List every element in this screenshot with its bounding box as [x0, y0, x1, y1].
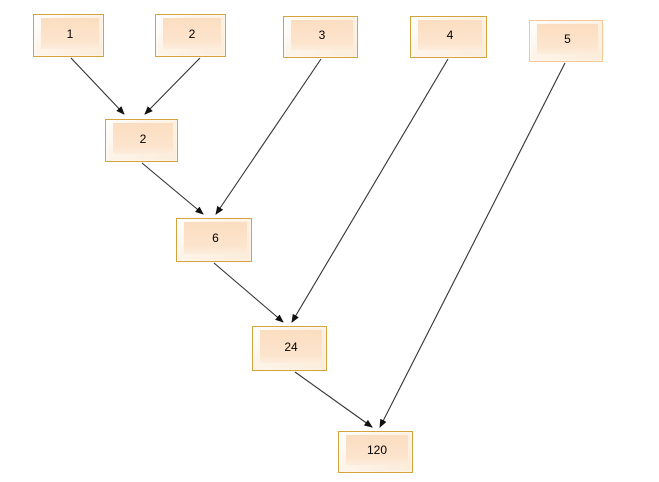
node-inner: 4 [418, 20, 482, 50]
node-leaf-3[interactable]: 3 [283, 16, 358, 58]
node-leaf-5[interactable]: 5 [529, 20, 603, 62]
node-prod-6[interactable]: 6 [176, 218, 252, 262]
edge-prod6-prod24 [213, 262, 284, 323]
node-label: 120 [366, 443, 388, 457]
node-prod-24[interactable]: 24 [252, 326, 327, 371]
edge-leaf5-prod120 [379, 62, 566, 428]
edge-leaf2-prod2 [144, 57, 201, 115]
node-inner: 1 [41, 18, 99, 49]
node-label: 24 [284, 339, 298, 354]
node-prod-2[interactable]: 2 [105, 119, 178, 162]
node-inner: 2 [163, 18, 221, 49]
node-label: 4 [446, 28, 454, 42]
node-label: 5 [564, 32, 571, 46]
node-label: 3 [318, 28, 326, 42]
node-prod-120[interactable]: 120 [338, 431, 413, 473]
edge-prod2-prod6 [141, 162, 204, 215]
node-inner: 3 [291, 20, 353, 50]
node-leaf-2[interactable]: 2 [155, 14, 226, 57]
node-inner: 120 [346, 435, 408, 465]
edge-leaf3-prod6 [215, 58, 322, 215]
edge-leaf1-prod2 [70, 57, 125, 115]
node-inner: 5 [537, 24, 598, 54]
node-inner: 2 [113, 123, 173, 154]
node-leaf-4[interactable]: 4 [410, 16, 487, 58]
node-label: 2 [139, 131, 147, 146]
node-label: 1 [66, 26, 74, 41]
edge-leaf4-prod24 [291, 58, 449, 323]
node-label: 2 [188, 26, 196, 41]
node-label: 6 [212, 231, 219, 245]
edge-prod24-prod120 [294, 371, 373, 428]
node-inner: 6 [184, 222, 247, 254]
node-inner: 24 [260, 330, 322, 363]
node-leaf-1[interactable]: 1 [33, 14, 104, 57]
